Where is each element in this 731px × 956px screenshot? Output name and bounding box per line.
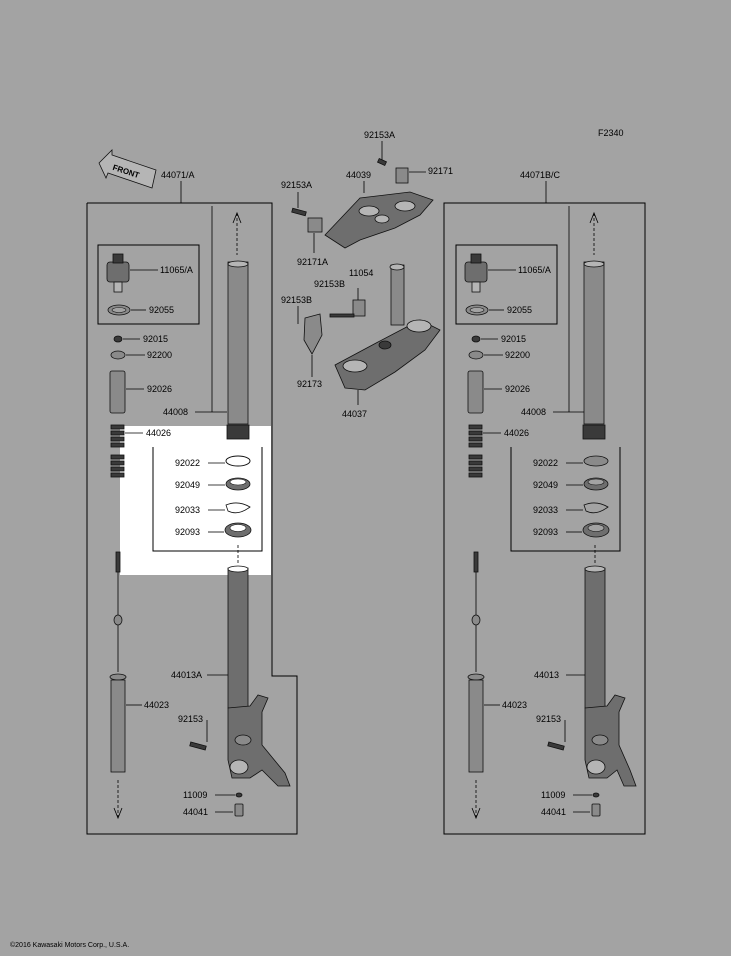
- left-label-bolt-92153: 92153: [178, 714, 203, 724]
- right-label-outer-tube: 44008: [521, 407, 546, 417]
- right-label-cap-bolt: 11065/A: [518, 265, 551, 275]
- left-label-gasket: 11009: [183, 790, 207, 800]
- right-cap-bolt: [464, 253, 488, 293]
- left-spring: [110, 424, 125, 478]
- label-clamp-left: 92171A: [297, 257, 328, 267]
- front-arrow-icon: FRONT: [98, 149, 157, 189]
- label-lower-bracket: 44037: [342, 409, 367, 419]
- steering-assembly: 92153A 92171 44039 92153A 92171A 11054 9…: [281, 130, 453, 419]
- label-bolt-top: 92153A: [364, 130, 395, 140]
- left-label-outer-tube: 44008: [163, 407, 188, 417]
- right-label-inner-tube: 44013: [534, 670, 559, 680]
- diagram-code: F2340: [598, 128, 624, 138]
- label-clamp-top: 92171: [428, 166, 453, 176]
- right-assembly-title: 44071B/C: [520, 170, 561, 180]
- left-damper-rod: [110, 679, 126, 773]
- right-label-oring: 92055: [507, 305, 532, 315]
- left-label-drain-bolt: 44041: [183, 807, 208, 817]
- left-label-damper-rod: 44023: [144, 700, 169, 710]
- left-label-92200: 92200: [147, 350, 172, 360]
- right-label-collar: 92026: [505, 384, 530, 394]
- right-label-spring: 44026: [504, 428, 529, 438]
- right-label-92200: 92200: [505, 350, 530, 360]
- left-label-92015: 92015: [143, 334, 168, 344]
- left-label-92022: 92022: [175, 458, 200, 468]
- left-assembly-title: 44071/A: [161, 170, 195, 180]
- highlight-region: [120, 426, 271, 575]
- right-axle-bracket: [584, 694, 637, 787]
- steering-stem: [390, 264, 405, 326]
- right-label-92049: 92049: [533, 480, 558, 490]
- lower-triple-clamp: [334, 319, 441, 391]
- left-label-92033: 92033: [175, 505, 200, 515]
- right-fork-assembly: 44071B/C 11065/A 92055 92015 92200 92026: [443, 170, 646, 835]
- left-label-92093: 92093: [175, 527, 200, 537]
- label-clamp-lower: 92173: [297, 379, 322, 389]
- right-label-92022: 92022: [533, 458, 558, 468]
- left-label-collar: 92026: [147, 384, 172, 394]
- right-label-92093: 92093: [533, 527, 558, 537]
- left-fork-assembly: 44071/A 11065/A 92055 92015 92200 92026: [86, 170, 298, 835]
- right-label-damper-rod: 44023: [502, 700, 527, 710]
- label-bolt-left: 92153A: [281, 180, 312, 190]
- left-label-cap-bolt: 11065/A: [160, 265, 193, 275]
- right-label-92033: 92033: [533, 505, 558, 515]
- left-label-inner-tube: 44013A: [171, 670, 202, 680]
- right-label-gasket: 11009: [541, 790, 565, 800]
- left-label-spring: 44026: [146, 428, 171, 438]
- label-bolt-mid: 92153B: [314, 279, 345, 289]
- right-label-drain-bolt: 44041: [541, 807, 566, 817]
- left-label-oring: 92055: [149, 305, 174, 315]
- label-bolt-lower: 92153B: [281, 295, 312, 305]
- left-collar: [109, 370, 126, 414]
- right-label-bolt-92153: 92153: [536, 714, 561, 724]
- right-spring: [468, 424, 483, 478]
- label-stem-part: 11054: [349, 268, 373, 278]
- label-upper-bracket: 44039: [346, 170, 371, 180]
- left-inner-tube: [227, 567, 249, 709]
- left-cap-bolt: [106, 253, 130, 293]
- copyright: ©2016 Kawasaki Motors Corp., U.S.A.: [10, 941, 129, 949]
- right-label-92015: 92015: [501, 334, 526, 344]
- left-outer-tube: [227, 261, 249, 425]
- left-axle-bracket: [227, 694, 291, 787]
- left-label-92049: 92049: [175, 480, 200, 490]
